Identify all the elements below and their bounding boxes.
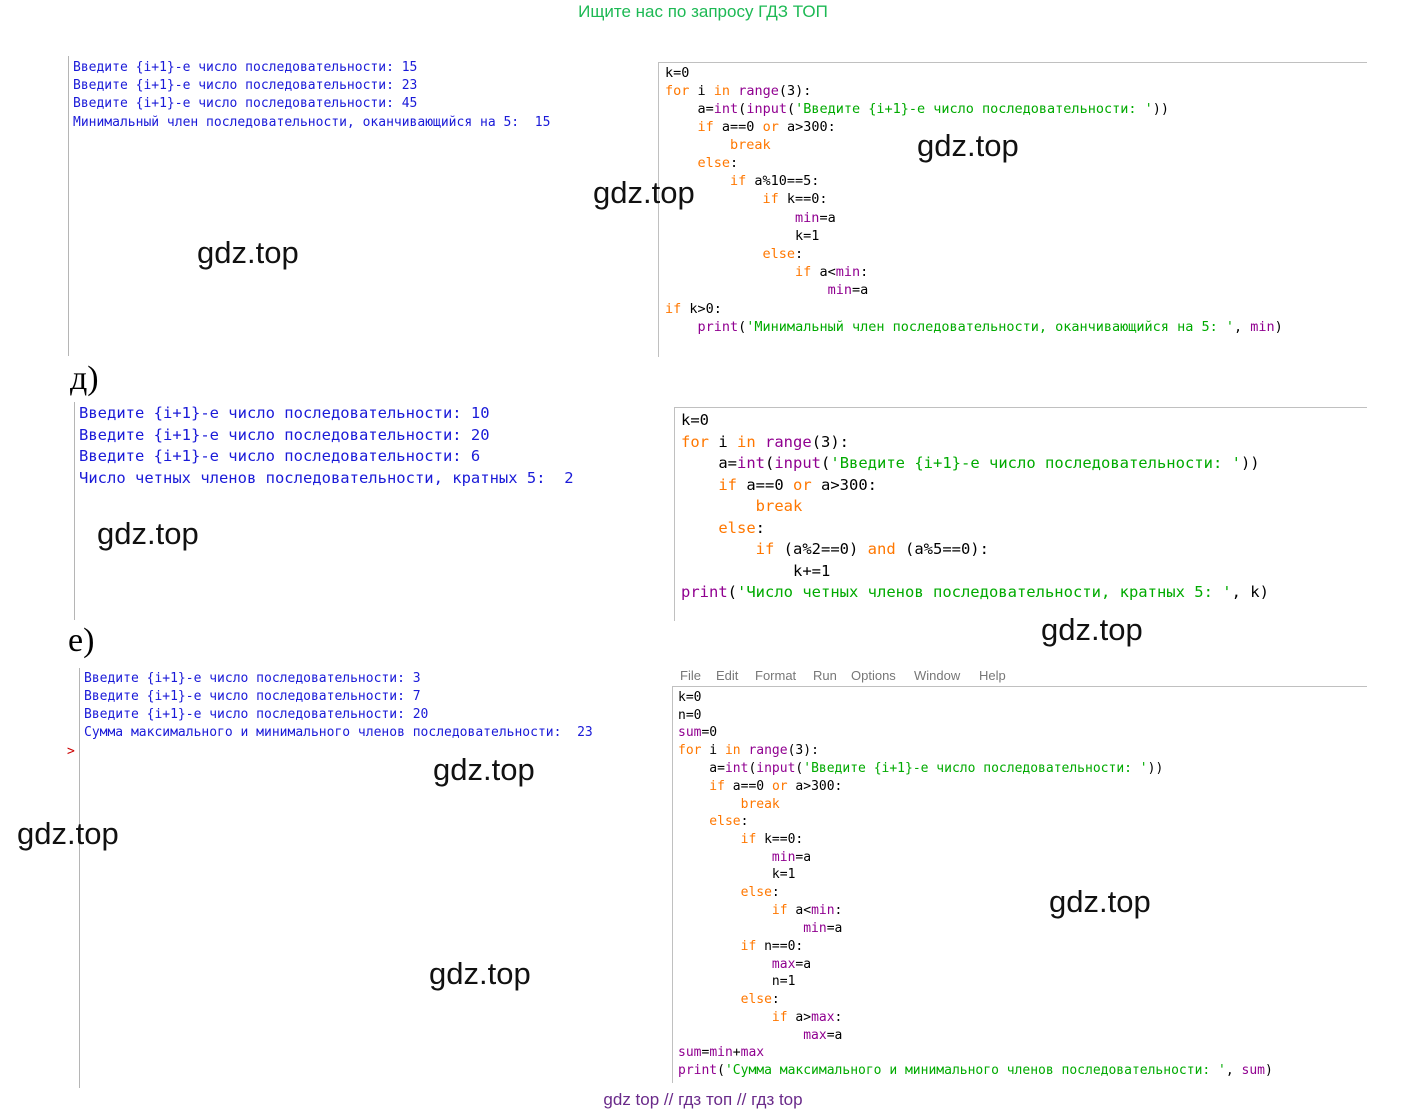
code-line: if a<min: [665, 264, 869, 280]
code-line: else: [678, 885, 780, 900]
shell-output-line: Введите {i+1}-е число последовательности… [84, 689, 421, 704]
watermark: gdz.top [17, 816, 119, 851]
shell-output-line: Минимальный член последовательности, ока… [73, 115, 551, 130]
code-line: if k==0: [665, 191, 828, 207]
shell-output-line: Сумма максимального и минимального члено… [84, 725, 593, 740]
shell-prompt[interactable]: > [67, 744, 75, 759]
code-line: if a<min: [678, 903, 843, 918]
code-line: max=a [803, 1028, 843, 1043]
section-label-e: е) [68, 622, 95, 659]
code-line: k+=1 [681, 562, 831, 580]
code-line: for i in range(3): [678, 743, 819, 758]
watermark: gdz.top [97, 516, 199, 551]
shell-output-line: Введите {i+1}-е число последовательности… [84, 671, 421, 686]
shell-output-line: Введите {i+1}-е число последовательности… [79, 404, 490, 422]
shell-output-line: Введите {i+1}-е число последовательности… [79, 426, 490, 444]
code-line: print('Сумма максимального и минимальног… [678, 1063, 1273, 1078]
code-line: for i in range(3): [681, 433, 850, 451]
watermark: gdz.top [429, 956, 531, 991]
code-line: print('Минимальный член последовательнос… [697, 319, 1283, 335]
code-line: min=a [771, 850, 812, 865]
code-line: n=0 [678, 708, 702, 723]
shell-output-line: Введите {i+1}-е число последовательности… [84, 707, 429, 722]
code-editor-top[interactable]: k=0 for i in range(3): a=int(input('Введ… [658, 62, 1367, 357]
code-line: if a==0 or a>300: [681, 476, 877, 494]
code-line: if n==0: [678, 939, 804, 954]
watermark: gdz.top [433, 752, 535, 787]
code-editor-e[interactable]: k=0 n=0 sum=0 for i in range(3): a=int(i… [672, 686, 1367, 1083]
code-line: else: [678, 992, 780, 1007]
code-line: break [665, 137, 771, 153]
code-line: break [678, 797, 780, 812]
menu-edit[interactable]: Edit [716, 668, 739, 683]
menu-options[interactable]: Options [851, 668, 896, 683]
watermark: gdz.top [593, 175, 695, 210]
code-line: a=int(input('Введите {i+1}-е число после… [665, 101, 1169, 117]
code-line: if (a%2==0) and (a%5==0): [681, 540, 989, 558]
code-line: if a%10==5: [665, 173, 820, 189]
shell-output-line: Введите {i+1}-е число последовательности… [73, 78, 418, 93]
code-line: min=a [795, 210, 836, 226]
section-label-d: д) [70, 360, 99, 397]
code-line: k=0 [678, 690, 702, 705]
code-line: else: [678, 814, 749, 829]
watermark: gdz.top [1049, 884, 1151, 919]
shell-output-line: Введите {i+1}-е число последовательности… [73, 60, 418, 75]
shell-output-line: Введите {i+1}-е число последовательности… [79, 447, 481, 465]
code-line: sum=0 [678, 725, 718, 740]
code-line: k=0 [681, 411, 709, 429]
menu-run[interactable]: Run [813, 668, 837, 683]
code-line: if k==0: [678, 832, 804, 847]
code-line: for i in range(3): [665, 83, 812, 99]
code-line: if a==0 or a>300: [665, 119, 836, 135]
shell-panel-d: Введите {i+1}-е число последовательности… [74, 402, 673, 620]
code-line: else: [665, 155, 739, 171]
code-line: k=1 [678, 867, 796, 882]
code-line: k=0 [665, 65, 690, 81]
watermark: gdz.top [197, 235, 299, 270]
code-line: if a>max: [678, 1010, 843, 1025]
menu-format[interactable]: Format [755, 668, 797, 683]
code-line: max=a [771, 957, 812, 972]
watermark: gdz.top [917, 128, 1019, 163]
code-line: a=int(input('Введите {i+1}-е число после… [681, 454, 1260, 472]
code-line: print('Число четных членов последователь… [681, 583, 1269, 601]
code-line: min=a [803, 921, 843, 936]
code-line: if a==0 or a>300: [678, 779, 843, 794]
code-line: if k>0: [665, 301, 722, 317]
shell-panel-e: Введите {i+1}-е число последовательности… [79, 668, 672, 1088]
bottom-banner: gdz top // гдз топ // гдз top [603, 1090, 803, 1109]
code-line: else: [665, 246, 804, 262]
code-line: a=int(input('Введите {i+1}-е число после… [678, 761, 1164, 776]
menu-file[interactable]: File [680, 668, 701, 683]
code-line: k=1 [665, 228, 820, 244]
top-banner: Ищите нас по запросу ГДЗ ТОП [578, 2, 828, 21]
shell-output-line: Введите {i+1}-е число последовательности… [73, 96, 418, 111]
shell-panel-top: Введите {i+1}-е число последовательности… [68, 56, 657, 356]
menu-window[interactable]: Window [914, 668, 961, 683]
code-line: break [681, 497, 803, 515]
code-editor-d[interactable]: k=0 for i in range(3): a=int(input('Введ… [674, 407, 1367, 621]
code-line: else: [681, 519, 765, 537]
shell-output-line: Число четных членов последовательности, … [79, 469, 574, 487]
watermark: gdz.top [1041, 612, 1143, 647]
code-line: sum=min+max [678, 1045, 765, 1060]
code-line: min=a [827, 282, 869, 298]
menu-help[interactable]: Help [979, 668, 1006, 683]
code-line: n=1 [678, 974, 796, 989]
